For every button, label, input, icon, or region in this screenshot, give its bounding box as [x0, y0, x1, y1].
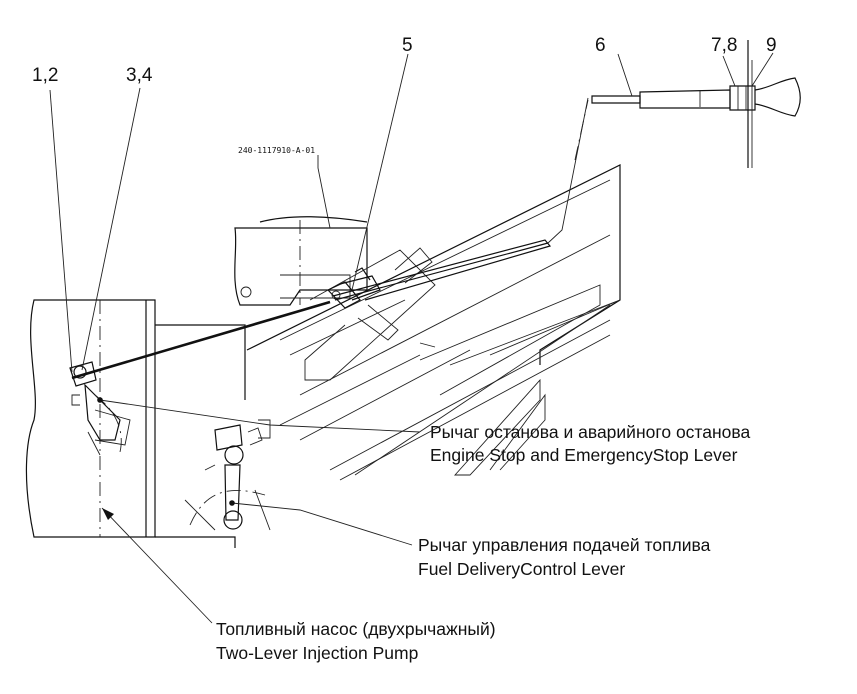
stop-lever-pointer-dot [97, 397, 103, 403]
stop-lever [69, 361, 131, 456]
drawing-reference: 240-1117910-A-01 [238, 146, 315, 155]
stop-lever-label-ru: Рычаг останова и аварийного останова [430, 422, 750, 442]
callout-1-2: 1,2 [32, 65, 58, 86]
callout-5: 5 [402, 35, 413, 56]
callout-6: 6 [595, 35, 606, 56]
mounting-plate [246, 164, 621, 481]
stop-lever-label-en: Engine Stop and EmergencyStop Lever [430, 445, 738, 465]
cable-clamp [326, 267, 381, 309]
fuel-lever-label-en: Fuel DeliveryControl Lever [418, 559, 625, 579]
fuel-lever-label-ru: Рычаг управления подачей топлива [418, 535, 711, 555]
pump-arrow-head [102, 508, 114, 520]
injection-pump-body [25, 299, 246, 548]
engine-bracket [234, 216, 368, 306]
callout-3-4: 3,4 [126, 65, 153, 86]
fuel-control-lever [184, 419, 271, 531]
control-cable [71, 97, 589, 380]
callout-9: 9 [766, 35, 777, 56]
fuel-lever-pointer-dot [229, 500, 235, 506]
pump-label-ru: Топливный насос (двухрычажный) [216, 619, 496, 639]
pump-label-en: Two-Lever Injection Pump [216, 643, 418, 663]
callout-7-8: 7,8 [711, 35, 737, 56]
leader-lines [49, 52, 774, 624]
stop-handle-assembly [591, 40, 801, 168]
